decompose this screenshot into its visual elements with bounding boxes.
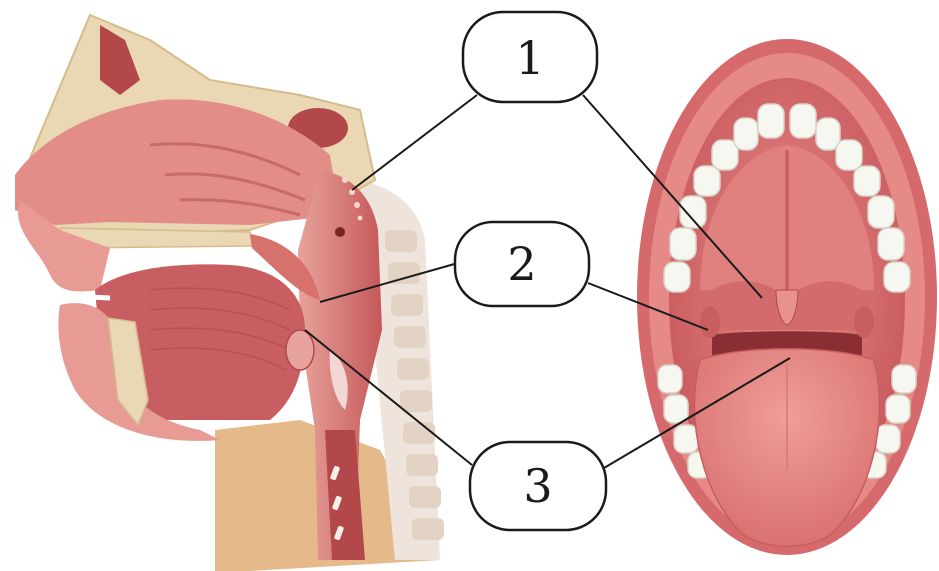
open-mouth-illustration — [637, 39, 937, 555]
palatine-tonsil-sagittal — [286, 330, 314, 370]
leader-1-left — [352, 95, 477, 190]
callout-2: 2 — [455, 222, 589, 306]
callout-1-label: 1 — [515, 31, 544, 85]
callout-2-label: 2 — [507, 237, 536, 291]
callout-1: 1 — [463, 12, 597, 102]
callout-3-label: 3 — [523, 459, 552, 513]
callout-3: 3 — [470, 442, 606, 530]
sagittal-section-illustration — [15, 15, 444, 571]
palatine-tonsil-left — [700, 306, 720, 338]
mouth-opening — [45, 295, 110, 298]
eustachian-opening — [335, 227, 345, 237]
palatine-tonsil-right — [854, 306, 874, 338]
